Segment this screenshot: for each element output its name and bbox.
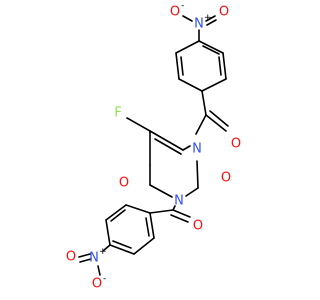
- bz-top-5i: [180, 56, 184, 76]
- bond-n1-c2: [196, 160, 199, 189]
- bz-top-5: [175, 52, 180, 80]
- bond-co-top-2: [209, 110, 229, 127]
- atom-ob: O: [193, 219, 203, 234]
- bond-c6-n1: [182, 145, 191, 151]
- bz-bot-6i: [145, 217, 150, 237]
- bond-ar-nitro-bot: [102, 244, 111, 252]
- bond-co-bot: [172, 209, 191, 218]
- atom-o2: O: [221, 171, 231, 186]
- bz-bot-2i: [110, 209, 126, 222]
- bond-cco-ar: [201, 90, 207, 116]
- atom-n1: N: [192, 142, 202, 157]
- nitro-top-o2b: [206, 19, 217, 26]
- atom-nitro-bot-n: N: [89, 251, 99, 266]
- top-aroyl: [175, 15, 229, 135]
- nitro-top-o2: [205, 15, 216, 22]
- atom-nitro-top-n: N: [194, 17, 204, 32]
- charge-nitro-top-n: +: [204, 13, 212, 23]
- bz-top-6: [178, 78, 203, 92]
- atom-f: F: [114, 106, 121, 121]
- bond-co-top: [205, 114, 227, 132]
- bond-c5-c6-inner: [154, 138, 182, 155]
- bz-bot-2: [105, 204, 127, 221]
- bond-n3-c4: [149, 184, 173, 198]
- atom-nitro-top-o1: O: [170, 5, 180, 20]
- pyrimidine-ring: [149, 130, 199, 198]
- bz-top-3: [198, 40, 224, 54]
- bond-c2-n3: [185, 187, 199, 197]
- bz-bot-3: [105, 219, 111, 246]
- bz-top-2i: [218, 56, 222, 76]
- bz-bot-1: [125, 204, 151, 214]
- bz-top-3i: [202, 45, 220, 55]
- bz-top-2: [222, 52, 227, 80]
- bottom-aroyl: [78, 204, 191, 276]
- bz-bot-5: [133, 237, 155, 255]
- charge-nitro-bot-n: +: [99, 247, 107, 257]
- bond-cco-ar-bot: [149, 209, 174, 214]
- bond-co-bot-2: [170, 214, 189, 223]
- charge-nitro-top-o1: -: [181, 1, 184, 11]
- atom-nitro-top-o2: O: [219, 5, 229, 20]
- atom-nitro-bot-o2: O: [92, 277, 102, 292]
- bz-bot-6: [149, 212, 155, 239]
- molecule-diagram: F N N O O O O N + O - O N + O O -: [66, 1, 241, 292]
- atom-labels: F N N O O O O N + O - O N + O O -: [66, 1, 241, 292]
- structure-svg: F N N O O O O N + O - O N + O O -: [66, 1, 241, 292]
- bz-bot-4i: [112, 240, 132, 249]
- nitro-top-o1: [182, 15, 193, 22]
- bz-bot-4: [109, 244, 135, 255]
- bond-c5-f: [126, 117, 151, 132]
- atom-n3: N: [174, 194, 184, 209]
- nitro-bot-o1b: [79, 258, 92, 263]
- atom-o4: O: [119, 176, 129, 191]
- nitro-bot-o2: [97, 265, 101, 276]
- bz-top-4: [175, 40, 200, 54]
- bond-n1-cco: [195, 114, 207, 135]
- atom-oa: O: [231, 137, 241, 152]
- bz-top-1: [201, 78, 227, 92]
- bond-c5-c6: [149, 130, 184, 151]
- atom-nitro-bot-o1: O: [66, 250, 76, 265]
- nitro-bot-o1: [78, 253, 91, 258]
- charge-nitro-bot-o2: -: [103, 274, 106, 284]
